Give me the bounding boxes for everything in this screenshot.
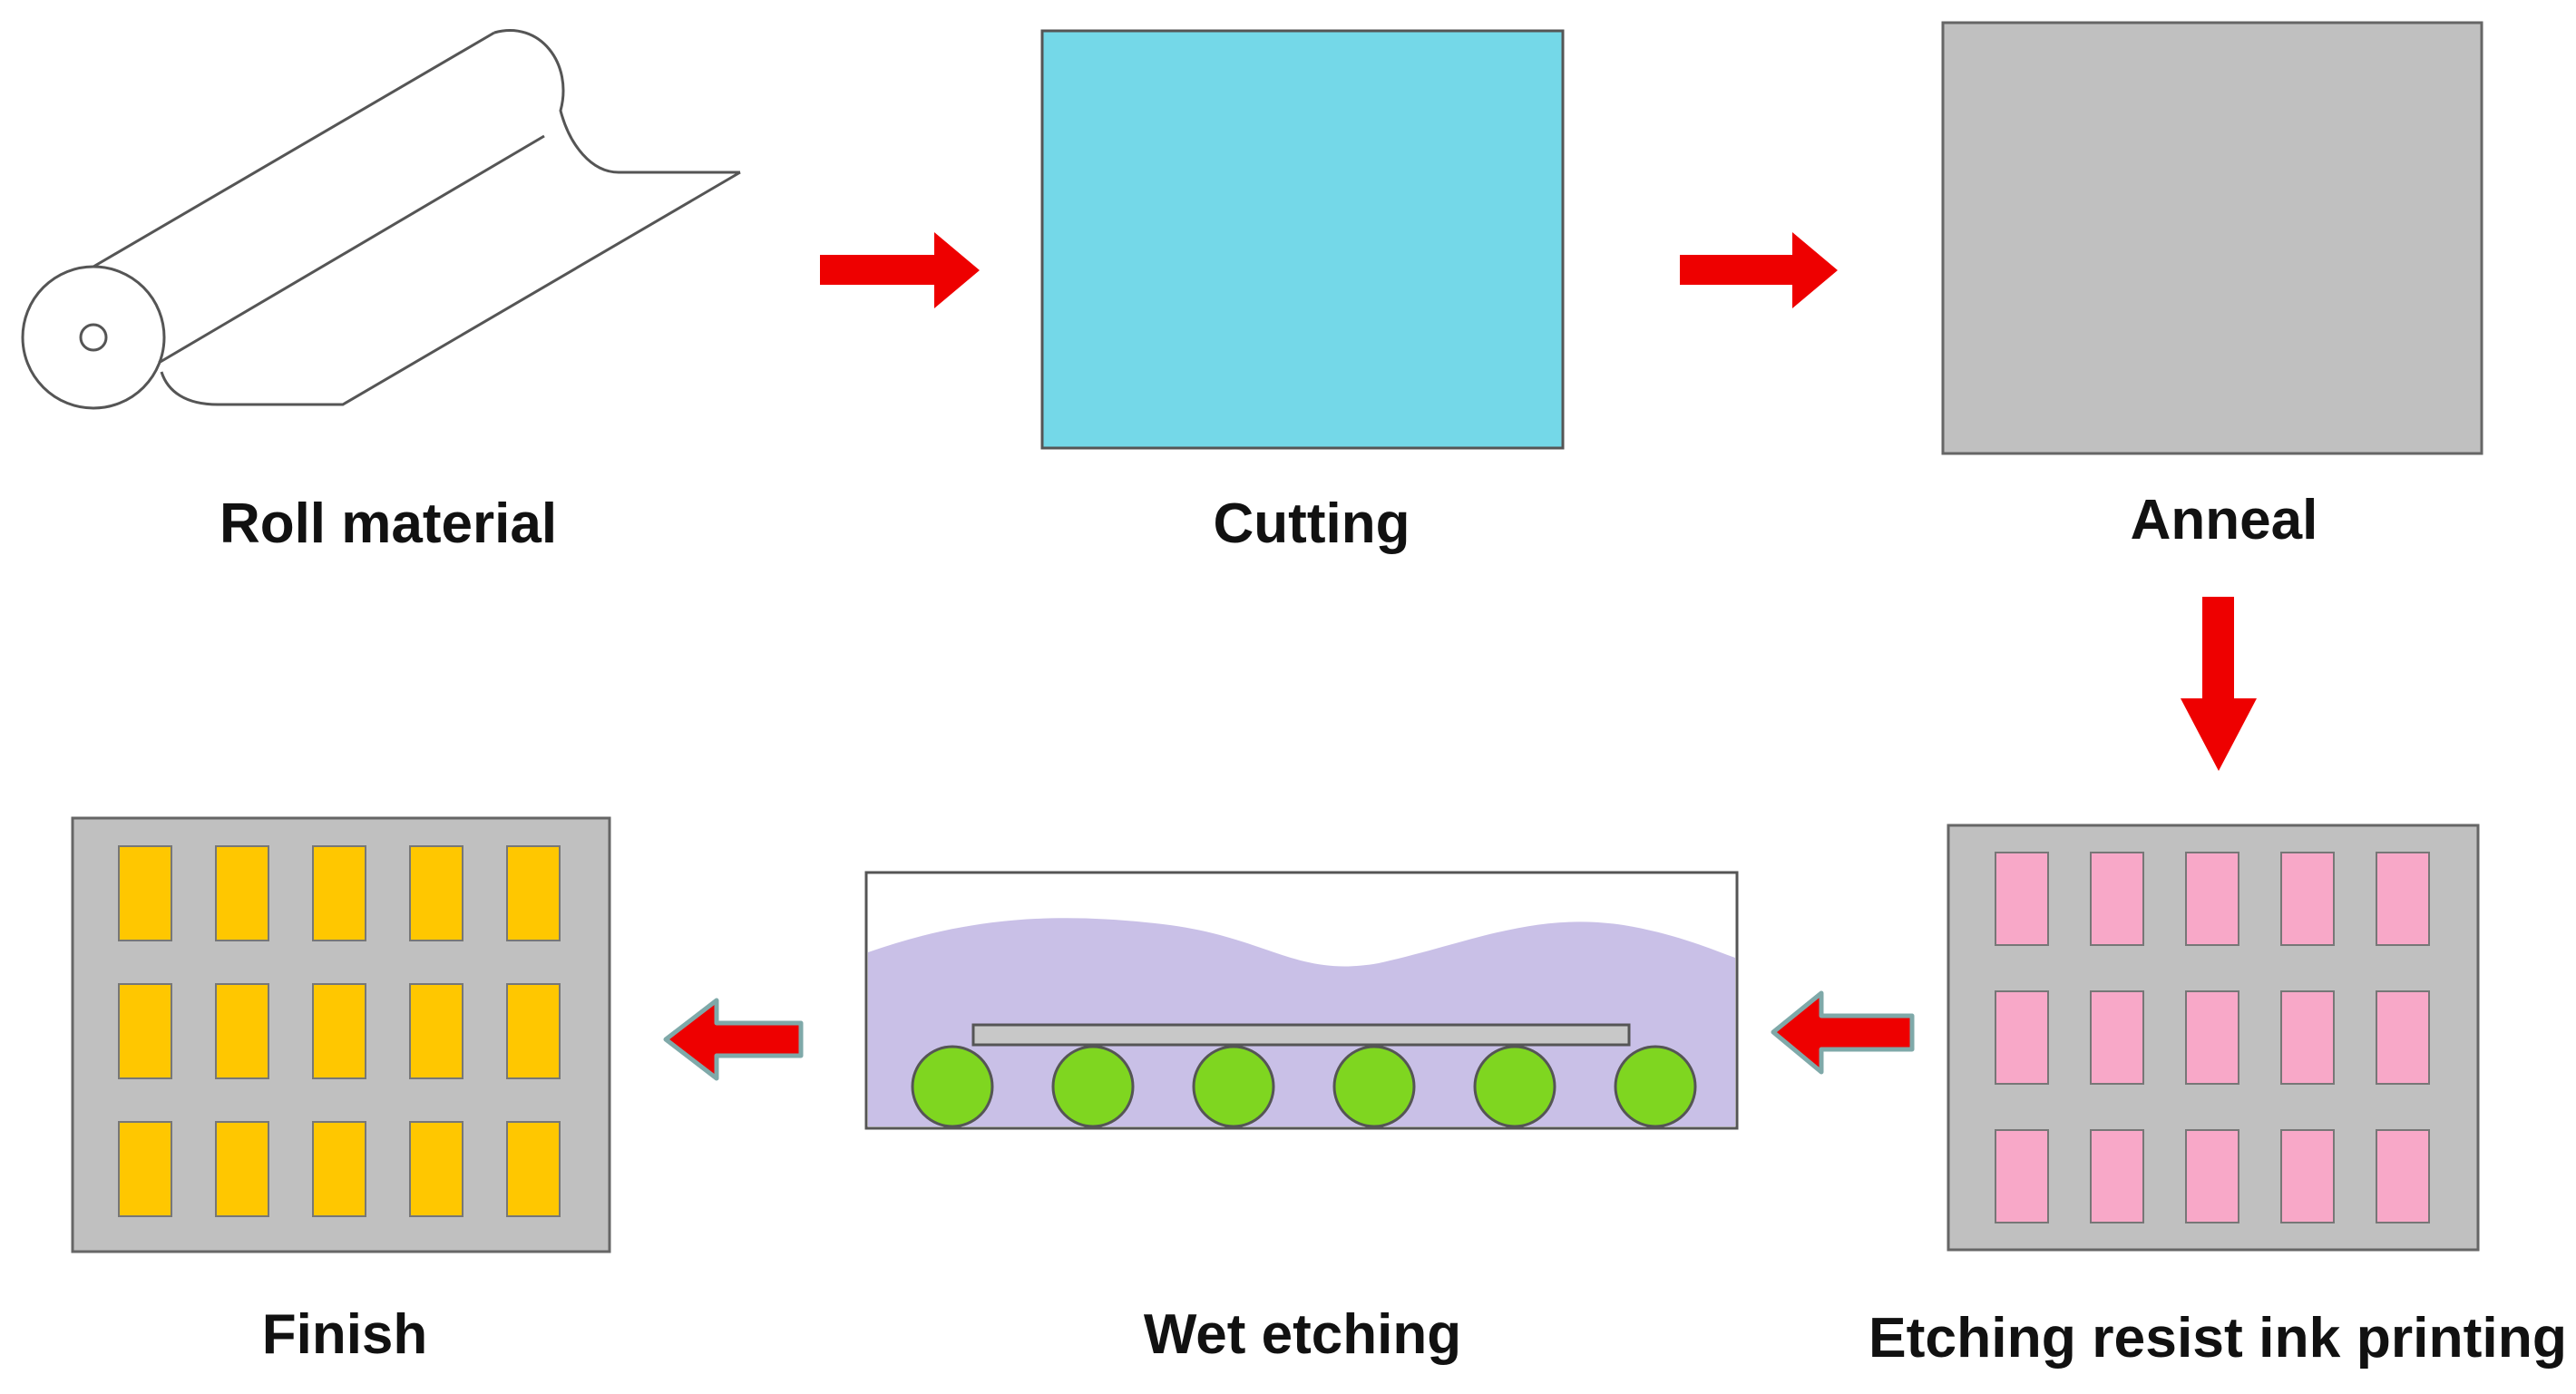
finish-pad — [506, 845, 561, 941]
ink-printed-plate — [1947, 824, 2480, 1252]
ink-pad — [2185, 990, 2239, 1085]
finish-pad — [506, 983, 561, 1079]
ink-pad — [2090, 990, 2144, 1085]
wet-etching-tank — [864, 871, 1739, 1130]
finish-pad — [312, 1121, 366, 1217]
arrow-right-icon — [820, 232, 980, 308]
roller — [1051, 1045, 1135, 1128]
cut-sheet — [1040, 29, 1565, 450]
ink-pad — [2185, 1129, 2239, 1223]
label-anneal: Anneal — [2131, 489, 2318, 551]
arrow-left-icon — [1771, 990, 1915, 1075]
finish-pad — [409, 845, 463, 941]
roller — [1473, 1045, 1556, 1128]
ink-pad — [2280, 990, 2335, 1085]
finish-pad — [118, 983, 172, 1079]
label-wet-etching: Wet etching — [1144, 1303, 1461, 1366]
ink-pad — [2090, 1129, 2144, 1223]
roller — [911, 1045, 994, 1128]
finish-pad — [312, 845, 366, 941]
ink-pad — [2280, 852, 2335, 946]
ink-pad — [1995, 852, 2049, 946]
finish-pad — [118, 1121, 172, 1217]
roller — [1614, 1045, 1697, 1128]
finish-pad — [409, 1121, 463, 1217]
ink-pad — [1995, 990, 2049, 1085]
ink-pad — [2090, 852, 2144, 946]
roll-material-icon — [21, 29, 741, 410]
annealed-plate — [1941, 21, 2483, 455]
finish-pad — [409, 983, 463, 1079]
finish-pad — [215, 1121, 269, 1217]
finish-pad — [506, 1121, 561, 1217]
ink-pad — [2376, 852, 2430, 946]
label-etching-resist-ink-printing: Etching resist ink printing — [1869, 1307, 2567, 1370]
ink-pad — [1995, 1129, 2049, 1223]
label-finish: Finish — [262, 1303, 428, 1366]
roller — [1192, 1045, 1275, 1128]
ink-pad — [2185, 852, 2239, 946]
arrow-right-icon — [1680, 232, 1838, 308]
ink-pad — [2376, 990, 2430, 1085]
finish-pad — [118, 845, 172, 941]
arrow-left-icon — [663, 998, 804, 1081]
etched-plate — [971, 1023, 1631, 1047]
ink-pad — [2376, 1129, 2430, 1223]
finished-plate — [71, 816, 611, 1253]
ink-pad — [2280, 1129, 2335, 1223]
finish-pad — [312, 983, 366, 1079]
finish-pad — [215, 983, 269, 1079]
roller — [1332, 1045, 1416, 1128]
label-roll-material: Roll material — [220, 492, 557, 555]
finish-pad — [215, 845, 269, 941]
arrow-down-icon — [2181, 597, 2257, 771]
label-cutting: Cutting — [1214, 492, 1410, 555]
